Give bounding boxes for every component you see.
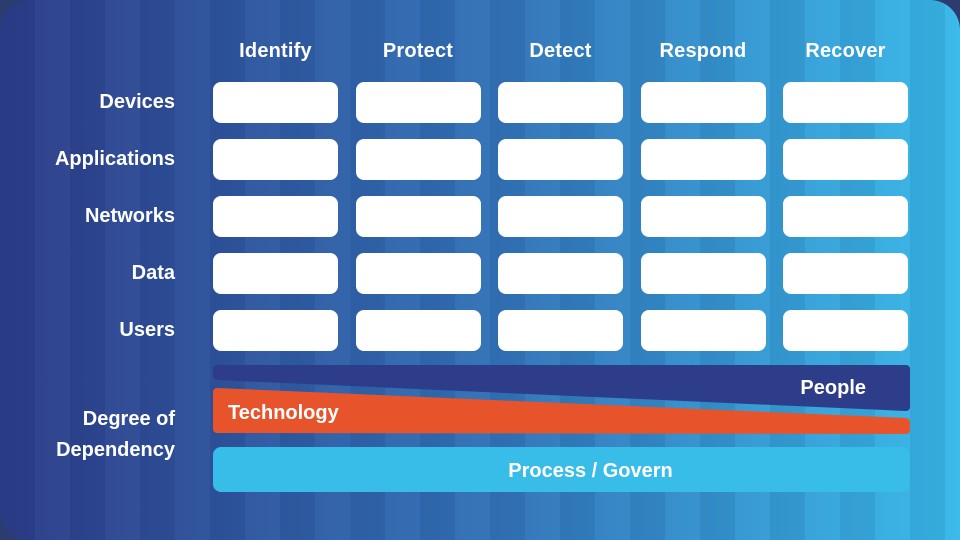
matrix-cell: [640, 310, 766, 351]
axis-label-line2: Dependency: [56, 439, 175, 461]
column-header-protect: Protect: [382, 40, 454, 62]
matrix-cell: [355, 310, 481, 351]
matrix-cell: [498, 310, 623, 351]
process-govern-bar: [213, 447, 910, 492]
matrix-cell: [640, 82, 766, 123]
people-band-label: People: [800, 377, 866, 399]
matrix-cell: [640, 253, 766, 294]
matrix-cell: [213, 196, 338, 237]
matrix-cell: [213, 82, 338, 123]
matrix-cell: [355, 196, 481, 237]
row-label-applications: Applications: [54, 148, 175, 170]
degree-of-dependency-axis-label: Degree of Dependency: [0, 404, 175, 466]
axis-label-line1: Degree of: [82, 408, 175, 430]
column-header-identify: Identify: [239, 40, 312, 62]
matrix-cell: [498, 139, 623, 180]
column-header-row: Identify Protect Detect Respond Recover: [213, 40, 908, 63]
column-header-recover: Recover: [805, 40, 886, 62]
matrix-cell: [783, 310, 908, 351]
matrix-cell: [498, 196, 623, 237]
matrix-cell: [783, 139, 908, 180]
matrix-cell: [213, 310, 338, 351]
people-wedge: [213, 365, 910, 411]
process-govern-band-label: Process / Govern: [508, 460, 673, 482]
matrix-cell: [213, 253, 338, 294]
row-label-networks: Networks: [84, 205, 175, 227]
row-label-users: Users: [119, 319, 175, 341]
matrix-cell: [783, 196, 908, 237]
matrix-cell: [498, 253, 623, 294]
technology-band-label: Technology: [228, 402, 339, 424]
matrix-cell: [355, 139, 481, 180]
matrix-cell: [498, 82, 623, 123]
matrix-cell: [213, 139, 338, 180]
row-label-data: Data: [131, 262, 175, 284]
matrix-cell: [783, 253, 908, 294]
column-header-detect: Detect: [529, 40, 592, 62]
matrix-cell: [355, 253, 481, 294]
matrix-cell: [640, 196, 766, 237]
dependency-wedges: [213, 365, 910, 434]
row-label-devices: Devices: [99, 91, 175, 113]
matrix-cell: [783, 82, 908, 123]
column-header-respond: Respond: [659, 40, 747, 62]
row-label-column: Devices Applications Networks Data Users: [0, 82, 175, 351]
matrix-grid: [213, 82, 908, 351]
matrix-cell: [355, 82, 481, 123]
technology-wedge: [213, 388, 910, 434]
matrix-cell: [640, 139, 766, 180]
